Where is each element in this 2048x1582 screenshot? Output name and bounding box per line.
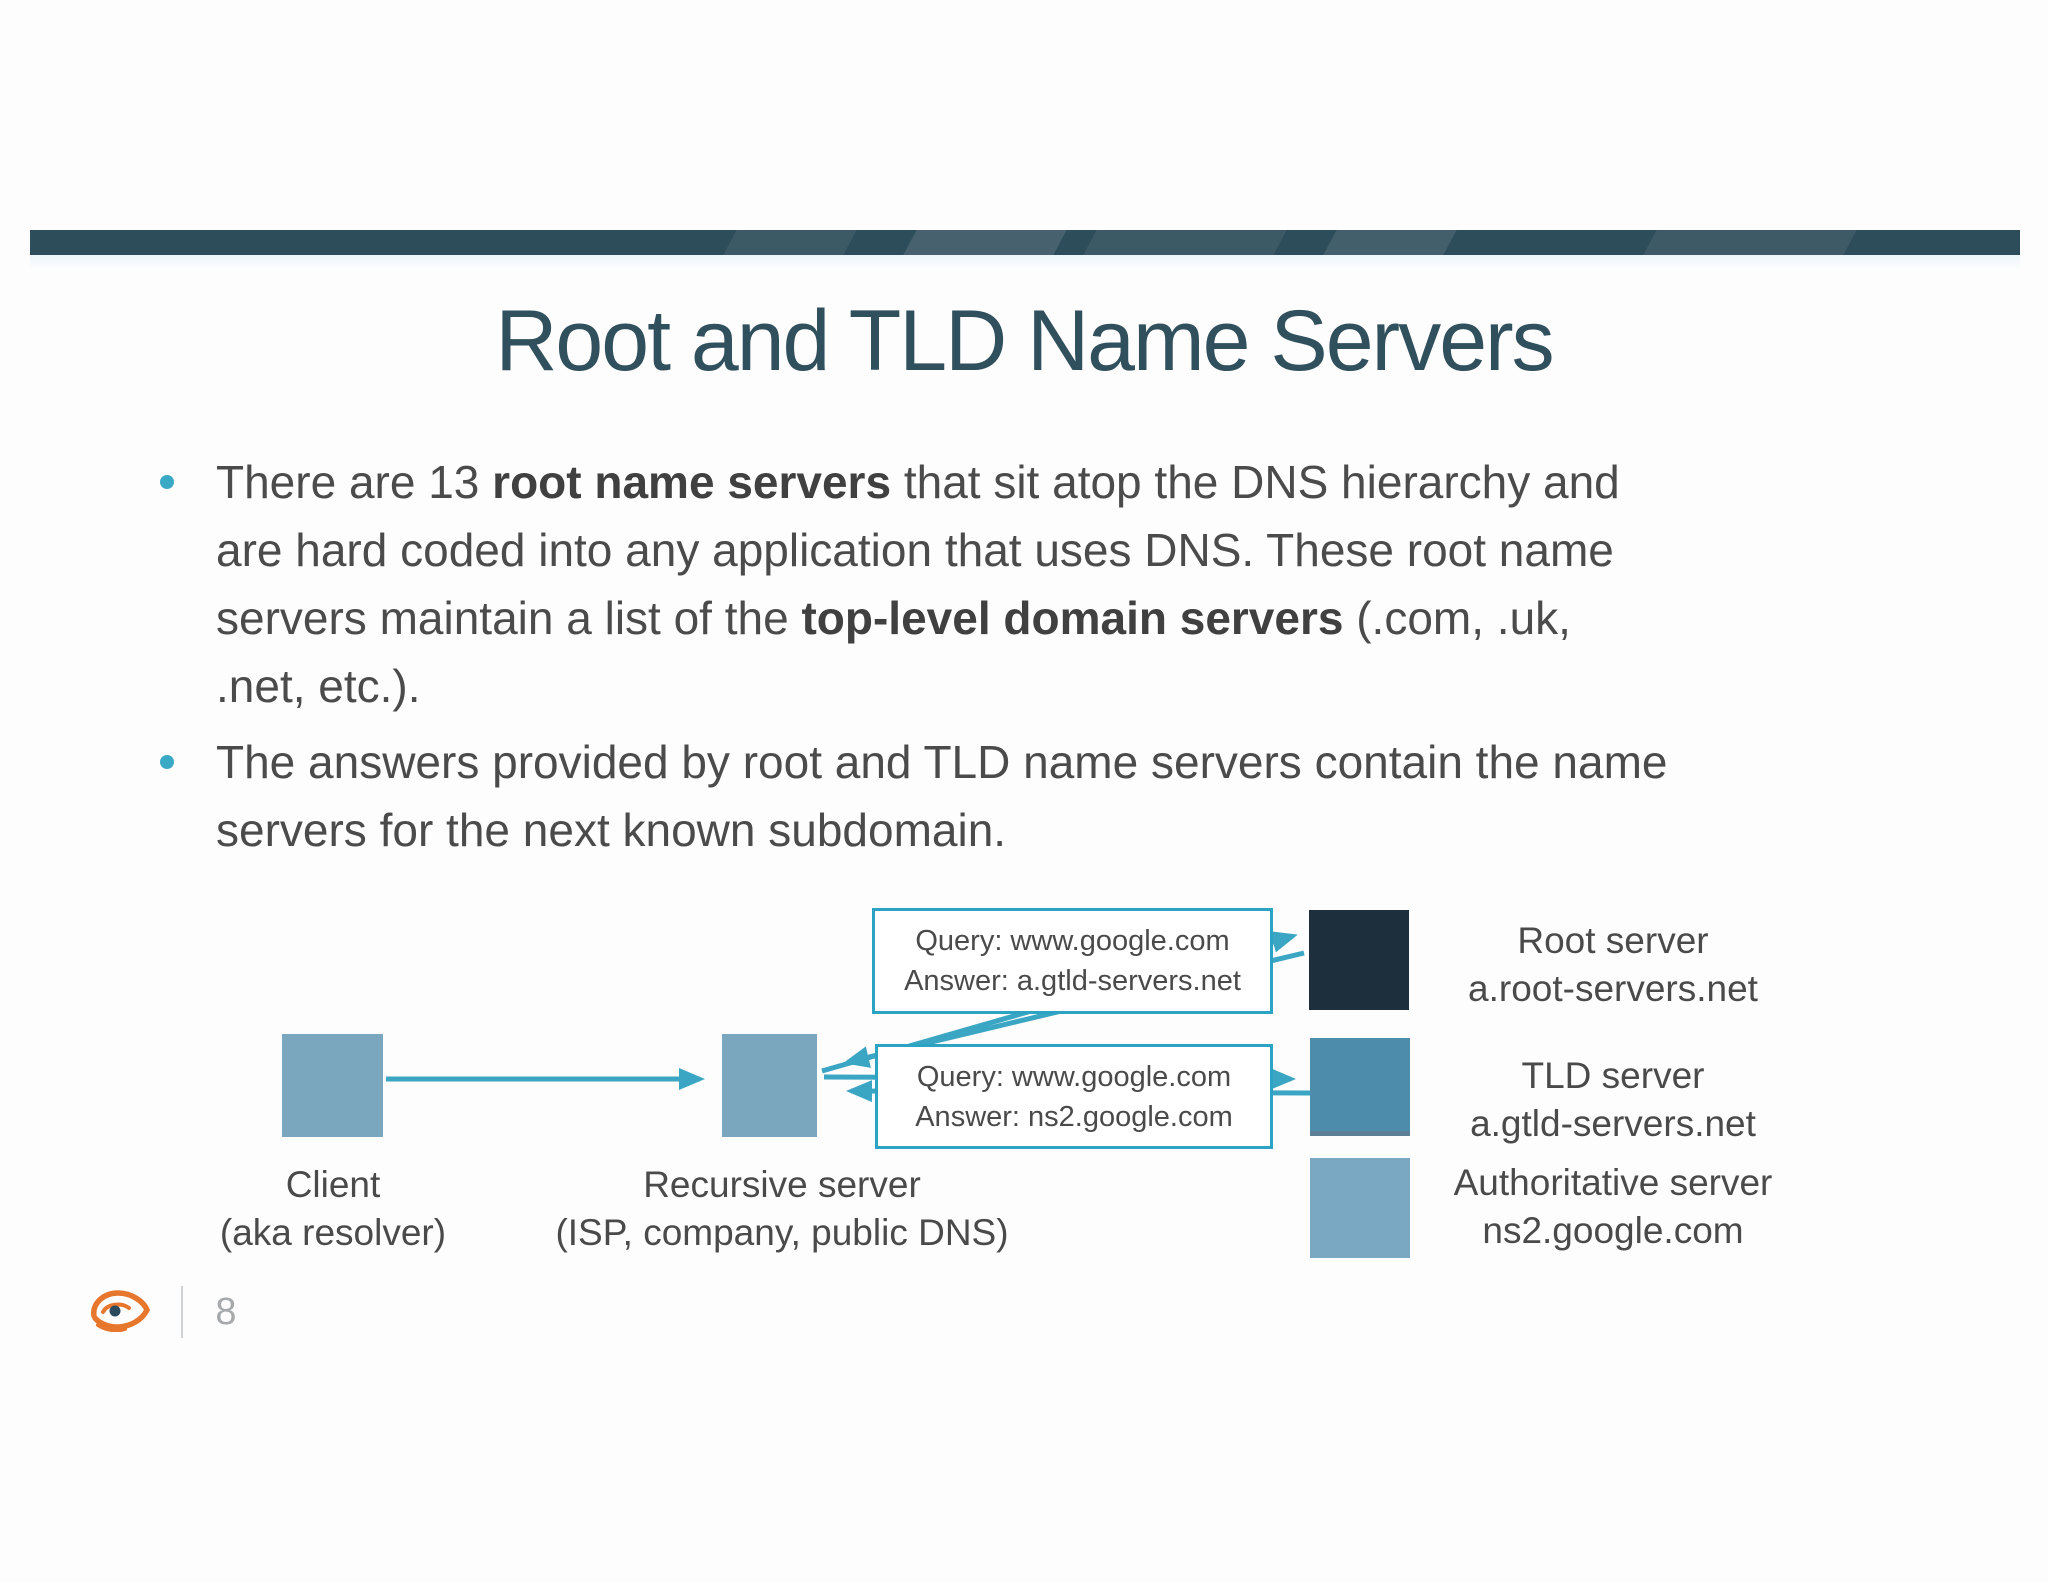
bullet-line: The answers provided by root and TLD nam… xyxy=(216,728,1960,796)
client-node-box xyxy=(282,1034,383,1137)
bullet-text-segment: .net, etc.). xyxy=(216,660,421,712)
bullet-text-segment: that sit atop the DNS hierarchy and xyxy=(891,456,1620,508)
query-box-root: Query: www.google.com Answer: a.gtld-ser… xyxy=(872,908,1273,1014)
query-box-tld: Query: www.google.com Answer: ns2.google… xyxy=(875,1044,1273,1149)
bullet-item: There are 13 root name servers that sit … xyxy=(160,448,1960,720)
bullet-text-segment: The answers provided by root and TLD nam… xyxy=(216,736,1668,788)
bullet-line: are hard coded into any application that… xyxy=(216,516,1960,584)
authoritative-server-node-box xyxy=(1310,1158,1410,1258)
recursive-server-node-box xyxy=(722,1034,817,1137)
bullet-list: There are 13 root name servers that sit … xyxy=(160,448,1960,872)
root-label-line2: a.root-servers.net xyxy=(1468,968,1758,1009)
bullet-text-segment: servers maintain a list of the xyxy=(216,592,802,644)
recursive-label-line1: Recursive server xyxy=(643,1164,921,1205)
page-title: Root and TLD Name Servers xyxy=(495,293,1554,389)
tld-server-label: TLD server a.gtld-servers.net xyxy=(1398,1052,1828,1148)
bullet-text-segment: servers for the next known subdomain. xyxy=(216,804,1007,856)
tld-server-node-box xyxy=(1310,1038,1410,1136)
topbar-glow xyxy=(30,255,2020,269)
bullet-marker xyxy=(160,475,174,489)
page-number: 8 xyxy=(215,1291,237,1333)
answer-text: Answer: a.gtld-servers.net xyxy=(904,965,1241,997)
bullet-line: .net, etc.). xyxy=(216,652,1960,720)
tld-label-line1: TLD server xyxy=(1521,1055,1705,1096)
recursive-server-label: Recursive server (ISP, company, public D… xyxy=(482,1161,1082,1257)
client-label-line1: Client xyxy=(285,1164,381,1205)
bullet-line: There are 13 root name servers that sit … xyxy=(216,448,1960,516)
authoritative-server-label: Authoritative server ns2.google.com xyxy=(1398,1159,1828,1255)
bullet-marker xyxy=(160,755,174,769)
query-text: Query: www.google.com xyxy=(915,925,1230,957)
bullet-line: servers maintain a list of the top-level… xyxy=(216,584,1960,652)
root-label-line1: Root server xyxy=(1517,920,1709,961)
bullet-item: The answers provided by root and TLD nam… xyxy=(160,728,1960,864)
bullet-text-segment: are hard coded into any application that… xyxy=(216,524,1614,576)
top-accent-bar xyxy=(30,230,2020,255)
bullet-text-segment: There are 13 xyxy=(216,456,493,508)
bullet-text-segment-bold: root name servers xyxy=(492,456,892,508)
auth-label-line2: ns2.google.com xyxy=(1482,1210,1744,1251)
eye-logo-icon xyxy=(91,1290,150,1332)
auth-label-line1: Authoritative server xyxy=(1453,1162,1773,1203)
root-server-label: Root server a.root-servers.net xyxy=(1398,917,1828,1013)
bullet-line: servers for the next known subdomain. xyxy=(216,796,1960,864)
root-server-node-box xyxy=(1309,910,1409,1010)
client-label-line2: (aka resolver) xyxy=(219,1212,447,1253)
client-label: Client (aka resolver) xyxy=(183,1161,483,1257)
bullet-text-segment: (.com, .uk, xyxy=(1343,592,1571,644)
tld-label-line2: a.gtld-servers.net xyxy=(1470,1103,1756,1144)
bullet-text-segment-bold: top-level domain servers xyxy=(801,592,1344,644)
footer-divider xyxy=(181,1286,183,1338)
query-text: Query: www.google.com xyxy=(916,1060,1232,1093)
recursive-label-line2: (ISP, company, public DNS) xyxy=(555,1212,1009,1253)
answer-text: Answer: ns2.google.com xyxy=(915,1100,1233,1133)
